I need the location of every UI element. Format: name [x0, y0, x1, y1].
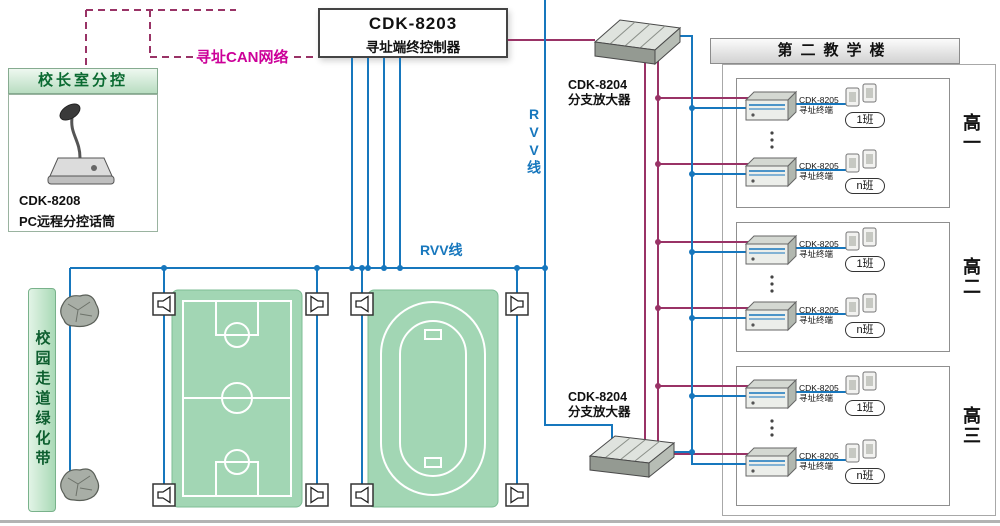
- class-badge: 1班: [845, 112, 885, 128]
- principal-room-box: CDK-8208 PC远程分控话筒: [8, 94, 158, 232]
- bottom-divider: [0, 520, 1000, 523]
- class-badge: n班: [845, 178, 885, 194]
- terminal-name: 寻址终端: [799, 315, 834, 325]
- terminal-model: CDK-8205: [799, 451, 839, 461]
- wall-speakers-icon: [845, 149, 877, 173]
- horn-speaker-icon: [305, 292, 329, 316]
- rock-speaker-icon: [60, 294, 100, 328]
- grade1-label: 高一: [961, 113, 981, 153]
- terminal-model: CDK-8205: [799, 161, 839, 171]
- wall-speakers-icon: [845, 227, 877, 251]
- principal-room-header: 校长室分控: [8, 68, 158, 94]
- greenbelt-bar: 校园走道绿化带: [28, 288, 56, 512]
- horn-speaker-icon: [350, 292, 374, 316]
- class-badge: 1班: [845, 400, 885, 416]
- controller-name: 寻址端终控制器: [365, 40, 461, 55]
- amp-top-name: 分支放大器: [568, 93, 631, 107]
- terminal-label: CDK-8205 寻址终端: [799, 239, 839, 259]
- amp-bottom-model: CDK-8204: [568, 390, 628, 404]
- rvv-junction-dots: [161, 105, 695, 455]
- terminal-label: CDK-8205 寻址终端: [799, 383, 839, 403]
- wall-speakers-icon: [845, 439, 877, 463]
- terminal-label: CDK-8205 寻址终端: [799, 451, 839, 471]
- terminal-name: 寻址终端: [799, 461, 834, 471]
- grade2-label: 高二: [961, 257, 981, 297]
- principal-mic-desc: PC远程分控话筒: [19, 214, 116, 229]
- wall-speakers-icon: [845, 83, 877, 107]
- addressable-terminal-icon: [745, 91, 797, 121]
- grade3-label: 高三: [961, 406, 981, 446]
- can-junction-dots: [655, 95, 661, 389]
- basketball-court: [171, 289, 303, 508]
- controller-box: CDK-8203 寻址端终控制器: [318, 8, 508, 58]
- controller-model: CDK-8203: [368, 14, 458, 33]
- terminal-name: 寻址终端: [799, 249, 834, 259]
- greenbelt-label: 校园走道绿化带: [33, 330, 51, 470]
- horn-speaker-icon: [350, 483, 374, 507]
- class-badge: n班: [845, 322, 885, 338]
- class-badge: 1班: [845, 256, 885, 272]
- amp-bottom-label: CDK-8204 分支放大器: [568, 390, 631, 420]
- addressable-terminal-icon: [745, 379, 797, 409]
- cluster-dots: [770, 131, 774, 437]
- terminal-model: CDK-8205: [799, 239, 839, 249]
- branch-amplifier-icon: [593, 19, 682, 66]
- building-header: 第二教学楼: [710, 38, 960, 64]
- horn-speaker-icon: [505, 292, 529, 316]
- wall-speakers-icon: [845, 293, 877, 317]
- principal-mic-model: CDK-8208: [19, 193, 81, 208]
- addressable-terminal-icon: [745, 235, 797, 265]
- class-badge: n班: [845, 468, 885, 484]
- addressable-terminal-icon: [745, 157, 797, 187]
- paging-microphone-icon: [47, 103, 115, 185]
- wall-speakers-icon: [845, 371, 877, 395]
- rvv-label-horizontal: RVV线: [420, 242, 463, 258]
- amp-top-model: CDK-8204: [568, 78, 628, 92]
- horn-speaker-icon: [152, 292, 176, 316]
- terminal-label: CDK-8205 寻址终端: [799, 305, 839, 325]
- rvv-lines: [69, 0, 846, 495]
- amp-top-label: CDK-8204 分支放大器: [568, 78, 631, 108]
- horn-speaker-icon: [305, 483, 329, 507]
- terminal-label: CDK-8205 寻址终端: [799, 95, 839, 115]
- terminal-name: 寻址终端: [799, 393, 834, 403]
- terminal-name: 寻址终端: [799, 105, 834, 115]
- horn-speaker-icon: [505, 483, 529, 507]
- terminal-model: CDK-8205: [799, 383, 839, 393]
- rock-speaker-icon: [60, 468, 100, 502]
- amp-bottom-name: 分支放大器: [568, 405, 631, 419]
- branch-amplifier-icon: [588, 435, 676, 479]
- horn-speaker-icon: [152, 483, 176, 507]
- rvv-label-vertical: RVV线: [526, 106, 542, 176]
- terminal-label: CDK-8205 寻址终端: [799, 161, 839, 181]
- terminal-model: CDK-8205: [799, 305, 839, 315]
- addressable-terminal-icon: [745, 301, 797, 331]
- running-track: [367, 289, 499, 508]
- addressable-terminal-icon: [745, 447, 797, 477]
- terminal-name: 寻址终端: [799, 171, 834, 181]
- terminal-model: CDK-8205: [799, 95, 839, 105]
- can-network-label: 寻址CAN网络: [194, 46, 291, 67]
